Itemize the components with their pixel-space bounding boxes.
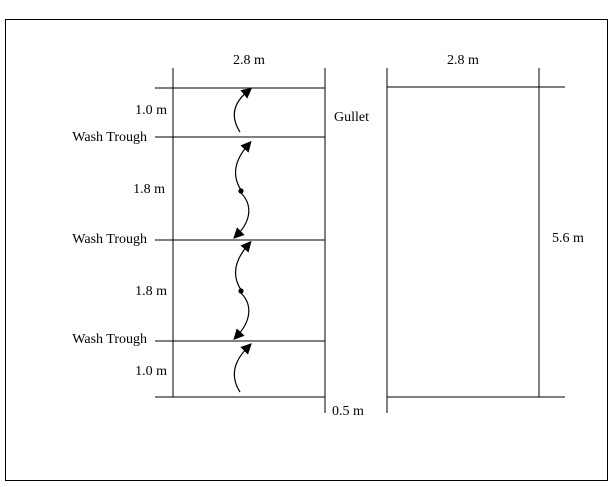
flow-arrow-6 [233,343,252,393]
flow-arrow-4 [234,240,252,291]
wash-trough-label-3: Wash Trough [72,332,147,347]
right-height-label: 5.6 m [552,231,584,246]
spacing-label-4: 1.0 m [135,364,167,379]
spacing-label-2: 1.8 m [133,182,165,197]
frame-border [5,19,608,481]
gap-label: 0.5 m [332,404,364,419]
gullet-label: Gullet [334,110,369,125]
spacing-label-1: 1.0 m [135,103,167,118]
flow-node-2 [238,288,244,294]
flow-arrow-5 [233,292,250,340]
wash-trough-label-1: Wash Trough [72,130,147,145]
wash-trough-label-2: Wash Trough [72,232,147,247]
flow-arrow-3 [233,192,250,239]
flow-arrow-2 [234,140,252,191]
flow-arrow-1 [233,87,253,133]
flow-node-1 [238,188,244,194]
left-width-label: 2.8 m [233,53,265,68]
spacing-label-3: 1.8 m [135,284,167,299]
right-width-label: 2.8 m [447,53,479,68]
